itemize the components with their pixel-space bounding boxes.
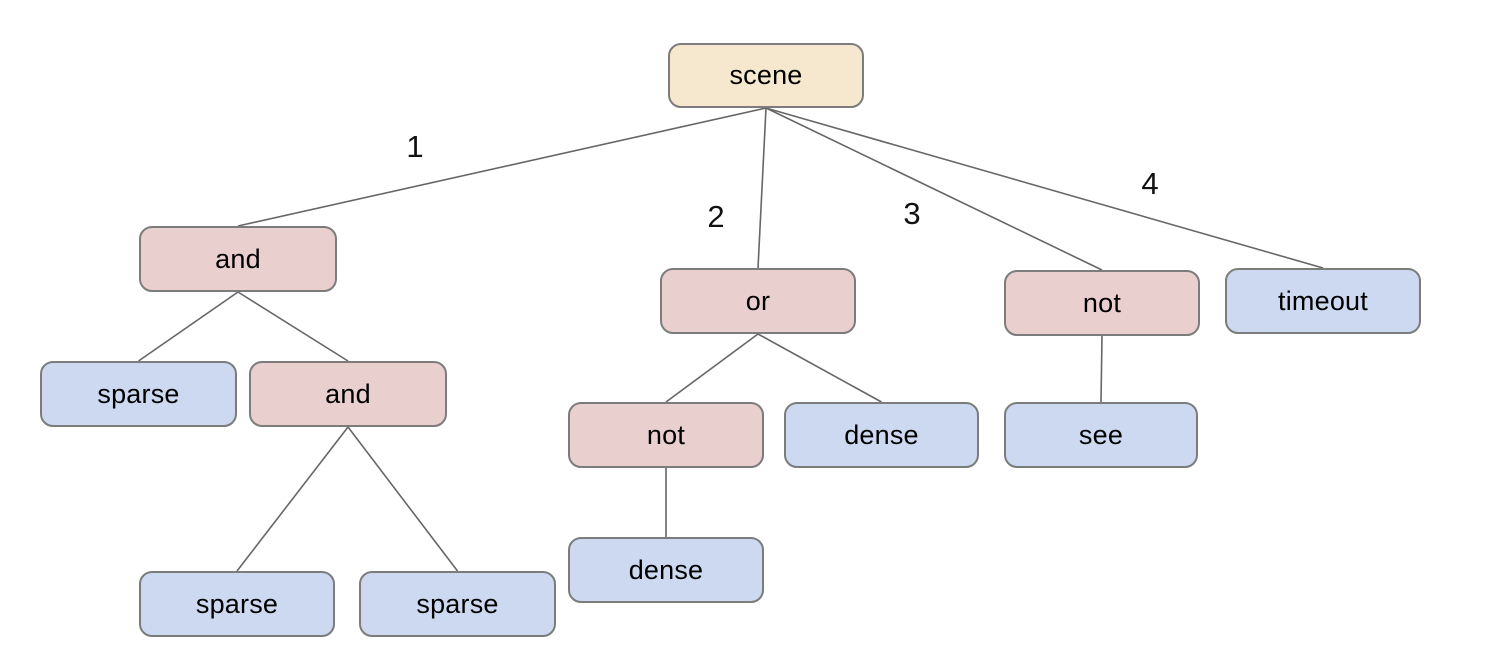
tree-node-label: and	[325, 378, 371, 409]
tree-node-not2: not	[568, 402, 764, 468]
tree-node-label: dense	[628, 554, 704, 585]
edge-and1-sparse1	[138, 291, 239, 362]
tree-node-not1: not	[1004, 270, 1200, 336]
tree-node-or1: or	[660, 268, 856, 334]
tree-node-and2: and	[249, 361, 447, 427]
edge-scene-timeout1	[765, 107, 1324, 269]
tree-node-timeout1: timeout	[1225, 268, 1421, 334]
tree-node-sparse3: sparse	[359, 571, 556, 637]
edge-and1-and2	[237, 291, 349, 362]
tree-node-label: sparse	[195, 588, 279, 619]
edge-scene-or1	[757, 107, 767, 269]
tree-node-label: not	[646, 419, 686, 450]
tree-node-label: sparse	[97, 378, 180, 409]
tree-node-dense2: dense	[568, 537, 764, 603]
tree-node-label: see	[1078, 419, 1124, 450]
tree-node-label: and	[215, 243, 261, 274]
tree-node-label: timeout	[1278, 285, 1368, 316]
edge-or1-not2	[665, 333, 759, 403]
tree-node-see1: see	[1004, 402, 1198, 468]
edge-label-4: 4	[1141, 166, 1159, 201]
edge-label-3: 3	[903, 196, 921, 231]
tree-node-scene: scene	[668, 43, 864, 108]
tree-node-label: or	[745, 285, 771, 316]
tree-node-label: sparse	[416, 588, 499, 619]
edge-and2-sparse3	[347, 426, 459, 572]
edge-label-2: 2	[707, 199, 725, 234]
tree-node-label: dense	[844, 419, 919, 450]
tree-node-sparse1: sparse	[40, 361, 237, 427]
edge-not1-see1	[1100, 335, 1103, 403]
edge-and2-sparse2	[236, 426, 349, 572]
edge-scene-not1	[765, 107, 1103, 271]
edge-or1-dense1	[757, 333, 882, 403]
tree-node-dense1: dense	[784, 402, 979, 468]
tree-node-and1: and	[139, 226, 337, 292]
tree-node-label: scene	[729, 60, 803, 90]
tree-node-label: not	[1082, 287, 1122, 318]
tree-node-sparse2: sparse	[139, 571, 335, 637]
edge-scene-and1	[237, 107, 767, 227]
edge-label-1: 1	[406, 129, 424, 164]
